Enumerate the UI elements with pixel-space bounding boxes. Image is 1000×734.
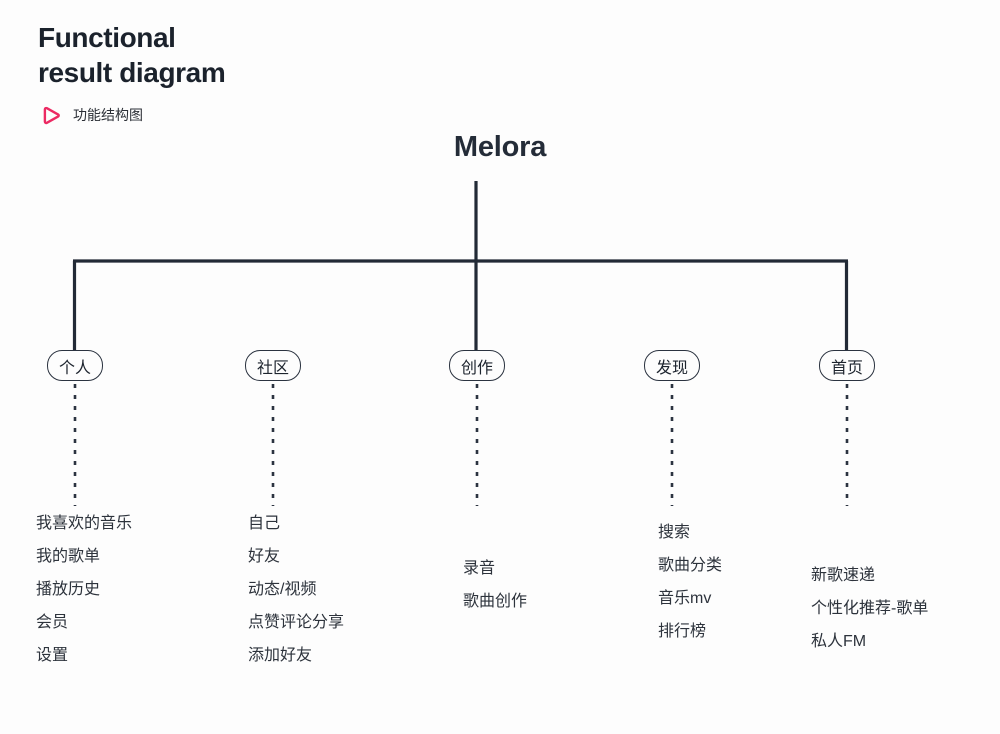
leaf-item[interactable]: 添加好友 xyxy=(248,647,313,664)
page-title-line-2: result diagram xyxy=(38,57,226,89)
leaf-item[interactable]: 个性化推荐-歌单 xyxy=(811,600,929,617)
leaf-item[interactable]: 音乐mv xyxy=(658,590,712,607)
leaf-column-2: 自己 好友 动态/视频 点赞评论分享 添加好友 xyxy=(248,516,344,664)
leaf-item[interactable]: 私人FM xyxy=(811,633,867,650)
leaf-item[interactable]: 搜索 xyxy=(658,524,691,541)
node-branch-5[interactable]: 首页 xyxy=(819,350,875,381)
leaf-item[interactable]: 歌曲分类 xyxy=(658,557,723,574)
header: Functional result diagram 功能结构图 xyxy=(38,20,226,127)
node-branch-1[interactable]: 个人 xyxy=(47,350,103,381)
node-branch-2[interactable]: 社区 xyxy=(245,350,301,381)
leaf-item[interactable]: 自己 xyxy=(248,515,281,532)
leaf-item[interactable]: 我的歌单 xyxy=(36,548,101,565)
leaf-item[interactable]: 播放历史 xyxy=(36,581,101,598)
subtitle-text: 功能结构图 xyxy=(73,107,143,124)
leaf-item[interactable]: 排行榜 xyxy=(658,623,707,640)
leaf-column-3: 录音 歌曲创作 xyxy=(463,561,527,610)
leaf-column-1: 我喜欢的音乐 我的歌单 播放历史 会员 设置 xyxy=(36,516,132,664)
subtitle-row: 功能结构图 xyxy=(40,104,225,127)
leaf-item[interactable]: 我喜欢的音乐 xyxy=(36,515,133,532)
leaf-item[interactable]: 好友 xyxy=(248,548,281,565)
leaf-item[interactable]: 歌曲创作 xyxy=(463,593,528,610)
leaf-item[interactable]: 新歌速递 xyxy=(811,567,876,584)
root-node-title: Melora xyxy=(453,131,547,163)
leaf-column-4: 搜索 歌曲分类 音乐mv 排行榜 xyxy=(658,525,722,640)
leaf-item[interactable]: 录音 xyxy=(463,560,496,577)
leaf-column-5: 新歌速递 个性化推荐-歌单 私人FM xyxy=(811,568,928,650)
node-branch-3[interactable]: 创作 xyxy=(449,350,505,381)
leaf-item[interactable]: 点赞评论分享 xyxy=(248,614,345,631)
leaf-item[interactable]: 设置 xyxy=(36,647,69,664)
leaf-item[interactable]: 会员 xyxy=(36,614,69,631)
play-triangle-icon xyxy=(43,106,60,124)
leaf-item[interactable]: 动态/视频 xyxy=(248,581,317,598)
page-title-line-1: Functional xyxy=(38,22,176,53)
node-branch-4[interactable]: 发现 xyxy=(644,350,700,381)
